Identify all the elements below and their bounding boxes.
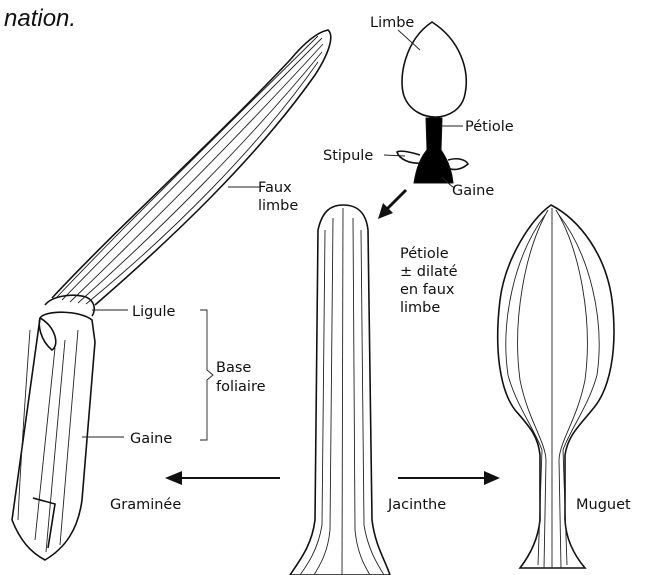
jacinthe-name: Jacinthe (387, 497, 446, 513)
label-limbe: Limbe (370, 15, 414, 31)
base-foliaire-bracket (200, 310, 213, 440)
jacinthe-note-line2: ± dilaté (400, 264, 458, 280)
jacinthe-note-line4: limbe (400, 300, 440, 316)
arrow-to-jacinthe (378, 190, 406, 219)
label-stipule: Stipule (323, 148, 373, 164)
limbe-shape (402, 22, 466, 117)
muguet-outline (498, 205, 614, 568)
graminee-sheath-rim (39, 318, 55, 350)
muguet-figure (498, 205, 614, 568)
base-foliaire-line2: foliaire (216, 379, 266, 395)
muguet-name: Muguet (576, 497, 631, 513)
arrow-to-muguet (398, 471, 500, 485)
jacinthe-note-line1: Pétiole (400, 246, 449, 262)
graminee-sheath-veins (18, 330, 78, 552)
stipule-left (397, 151, 420, 163)
stipule-right (448, 159, 468, 170)
petiole-shape (414, 118, 453, 183)
limbe-leader (398, 30, 420, 50)
jacinthe-outline (290, 205, 390, 575)
muguet-veins (506, 208, 599, 568)
arrow-to-graminee (165, 471, 280, 485)
label-petiole: Pétiole (465, 119, 514, 135)
base-foliaire-line1: Base (216, 360, 251, 376)
graminee-blade-veins (56, 36, 323, 304)
label-gaine-top: Gaine (452, 183, 494, 199)
stipule-leader (384, 155, 405, 156)
jacinthe-note-line3: en faux (400, 282, 455, 298)
graminee-sheath-tip (33, 498, 55, 548)
graminee-faux-line1: Faux (258, 180, 292, 196)
graminee-label-ligule: Ligule (132, 304, 176, 320)
graminee-faux-line2: limbe (258, 198, 298, 214)
graminee-label-gaine: Gaine (130, 431, 172, 447)
caption-text: nation. (4, 5, 76, 32)
graminee-name: Graminée (110, 497, 181, 513)
jacinthe-figure (290, 205, 390, 575)
generic-leaf-figure (384, 22, 468, 188)
